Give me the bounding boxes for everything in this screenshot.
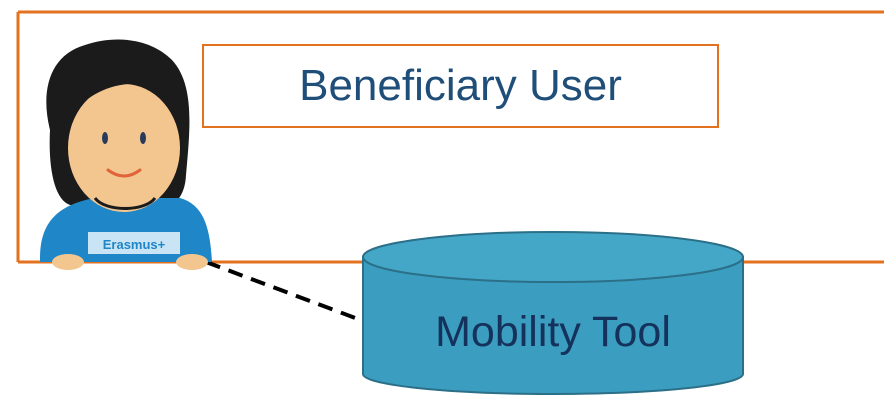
user-avatar-icon [40, 39, 212, 270]
database-cylinder-icon [362, 231, 744, 395]
actor-title: Beneficiary User [299, 61, 622, 110]
database-label: Mobility Tool [435, 307, 671, 356]
shirt-logo-text: Erasmus+ [103, 237, 166, 252]
dashed-connector [205, 260, 367, 324]
actor-title-box: Beneficiary User [202, 44, 719, 128]
